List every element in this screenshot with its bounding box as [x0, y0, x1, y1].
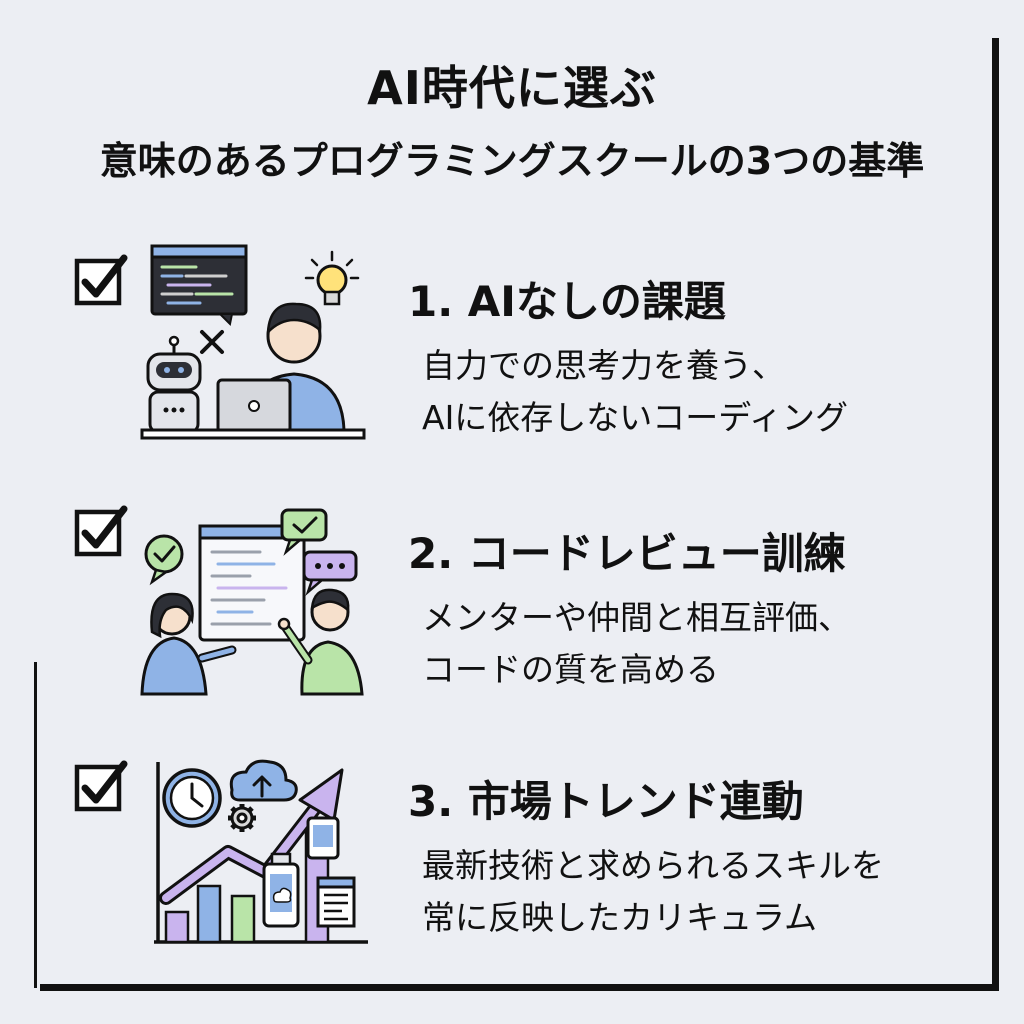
person-laptop-icon [216, 302, 346, 434]
frame-bottom-line [40, 984, 999, 991]
criterion-heading: 3. 市場トレンド連動 [408, 777, 804, 826]
criterion-description-line1: 自力での思考力を養う、 [422, 346, 785, 385]
chat-bubble-icon [302, 550, 358, 596]
code-screen-icon [198, 524, 306, 642]
criterion-heading: 1. AIなしの課題 [408, 277, 726, 326]
robot-icon [146, 335, 202, 434]
illustration-market-trend [154, 759, 368, 944]
checkbox-icon [74, 505, 128, 557]
page-title: AI時代に選ぶ [367, 61, 657, 115]
cloud-upload-icon [229, 759, 298, 802]
criterion-description-line2: 常に反映したカリキュラム [422, 898, 818, 937]
criterion-description-line1: 最新技術と求められるスキルを [422, 846, 884, 885]
gear-icon [228, 804, 256, 832]
criterion-heading: 2. コードレビュー訓練 [408, 529, 846, 578]
frame-left-line [34, 662, 37, 988]
people-icon [140, 588, 364, 696]
chat-bubble-icon [280, 508, 328, 556]
criterion-description-line2: コードの質を高める [422, 650, 719, 689]
code-editor-icon [150, 244, 248, 327]
close-icon [200, 330, 224, 354]
growth-chart-icon [159, 768, 344, 905]
criterion-description-line1: メンターや仲間と相互評価、 [422, 598, 851, 637]
illustration-code-review [140, 508, 364, 696]
browser-window-icon [316, 876, 356, 928]
page-subtitle: 意味のあるプログラミングスクールの3つの基準 [99, 139, 925, 183]
chat-bubble-icon [144, 534, 184, 586]
checkbox-icon [74, 254, 128, 306]
illustration-ai-free [140, 244, 366, 440]
checkbox-icon [74, 760, 128, 812]
criterion-description-line2: AIに依存しないコーディング [422, 398, 848, 437]
smartphone-icon [306, 816, 340, 860]
smartphone-icon [262, 852, 300, 928]
clock-icon [162, 768, 222, 828]
lightbulb-icon [304, 250, 360, 306]
frame-right-line [992, 38, 999, 988]
